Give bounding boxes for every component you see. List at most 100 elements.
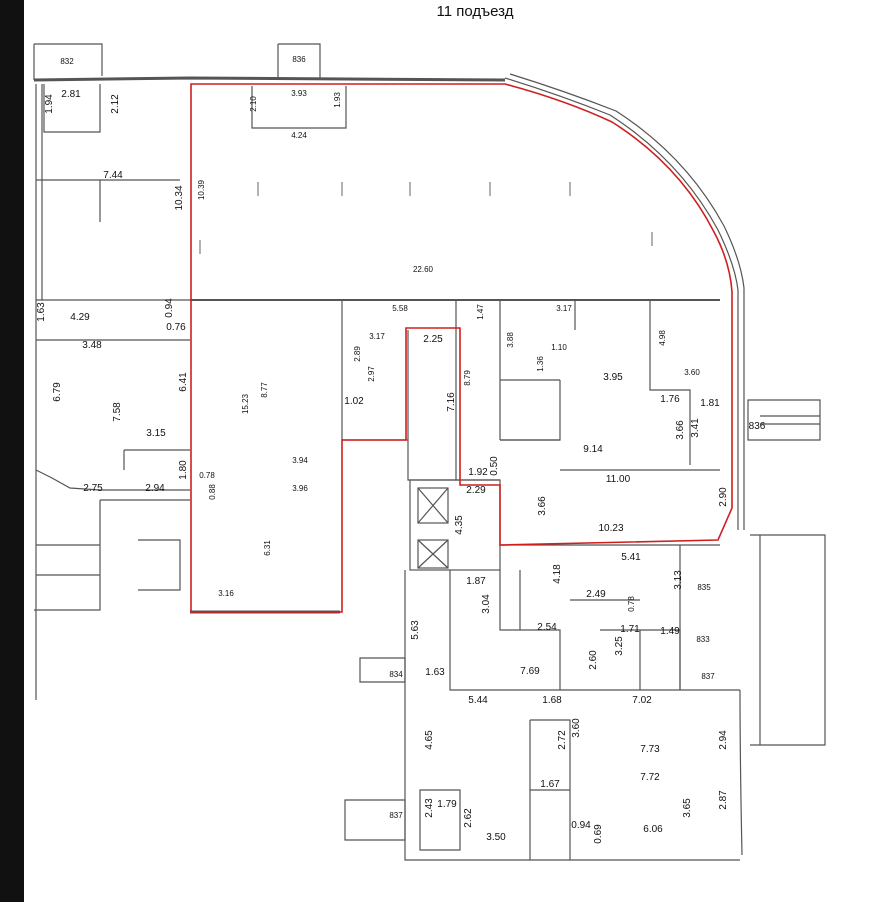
label-1-71: 1.71 — [620, 624, 640, 635]
label-10-39: 10.39 — [197, 179, 206, 200]
label-3-25: 3.25 — [614, 636, 625, 656]
label-3-93: 3.93 — [291, 89, 307, 98]
label-2-10: 2.10 — [249, 96, 258, 112]
label-837-left: 837 — [389, 811, 403, 820]
label-4-29: 4.29 — [70, 312, 90, 323]
label-15-23: 15.23 — [241, 393, 250, 414]
entrance-title: 11 подъезд — [437, 3, 514, 20]
label-0-94: 0.94 — [164, 298, 175, 318]
label-7-16: 7.16 — [446, 392, 457, 412]
label-1-87: 1.87 — [466, 576, 486, 587]
label-834: 834 — [389, 670, 403, 679]
label-1-63-a: 1.63 — [36, 302, 47, 322]
label-3-66-b: 3.66 — [537, 496, 548, 516]
label-0-94-b: 0.94 — [571, 820, 591, 831]
label-5-58: 5.58 — [392, 304, 408, 313]
label-3-88: 3.88 — [506, 332, 515, 348]
label-3-60-a: 3.60 — [684, 368, 700, 377]
label-4-65: 4.65 — [424, 730, 435, 750]
label-5-41: 5.41 — [621, 552, 641, 563]
label-0-88: 0.88 — [208, 484, 217, 500]
label-1-68: 1.68 — [542, 695, 562, 706]
label-4-35: 4.35 — [454, 515, 465, 535]
label-3-04: 3.04 — [481, 594, 492, 614]
label-6-41: 6.41 — [178, 372, 189, 392]
label-5-44: 5.44 — [468, 695, 488, 706]
label-7-58: 7.58 — [112, 402, 123, 422]
label-6-79: 6.79 — [52, 382, 63, 402]
label-3-17-a: 3.17 — [369, 332, 385, 341]
label-1-94: 1.94 — [44, 94, 55, 114]
label-7-69: 7.69 — [520, 666, 540, 677]
label-3-16: 3.16 — [218, 589, 234, 598]
label-833: 833 — [696, 635, 710, 644]
label-2-75: 2.75 — [83, 483, 103, 494]
label-1-63-b: 1.63 — [425, 667, 445, 678]
label-3-60-b: 3.60 — [571, 718, 582, 738]
label-2-49: 2.49 — [586, 589, 606, 600]
label-7-44: 7.44 — [103, 170, 123, 181]
label-4-18: 4.18 — [552, 564, 563, 584]
label-2-81: 2.81 — [61, 89, 81, 100]
label-0-78-a: 0.78 — [199, 471, 215, 480]
label-3-15: 3.15 — [146, 428, 166, 439]
label-837-right: 837 — [701, 672, 715, 681]
label-6-06: 6.06 — [643, 824, 663, 835]
label-0-50: 0.50 — [489, 456, 500, 476]
label-1-02: 1.02 — [344, 396, 364, 407]
label-9-14: 9.14 — [583, 444, 603, 455]
label-7-72: 7.72 — [640, 772, 660, 783]
label-3-96: 3.96 — [292, 484, 308, 493]
label-7-02: 7.02 — [632, 695, 652, 706]
label-2-60: 2.60 — [588, 650, 599, 670]
label-2-62: 2.62 — [463, 808, 474, 828]
label-2-25: 2.25 — [423, 334, 443, 345]
label-3-17-b: 3.17 — [556, 304, 572, 313]
label-1-47: 1.47 — [476, 304, 485, 320]
label-1-67: 1.67 — [540, 779, 560, 790]
label-0-69: 0.69 — [593, 824, 604, 844]
label-10-23: 10.23 — [598, 523, 623, 534]
label-1-93: 1.93 — [333, 92, 342, 108]
label-2-43: 2.43 — [424, 798, 435, 818]
label-5-63: 5.63 — [410, 620, 421, 640]
label-4-98: 4.98 — [658, 330, 667, 346]
label-2-94-a: 2.94 — [145, 483, 165, 494]
label-1-80: 1.80 — [178, 460, 189, 480]
label-6-31: 6.31 — [263, 540, 272, 556]
label-1-49: 1.49 — [660, 626, 680, 637]
label-2-54: 2.54 — [537, 622, 557, 633]
label-8-77: 8.77 — [260, 382, 269, 398]
label-836-top: 836 — [292, 55, 306, 64]
label-1-79: 1.79 — [437, 799, 457, 810]
label-3-48: 3.48 — [82, 340, 102, 351]
label-4-24: 4.24 — [291, 131, 307, 140]
label-2-97: 2.97 — [367, 366, 376, 382]
label-3-41: 3.41 — [690, 418, 701, 438]
label-3-65: 3.65 — [682, 798, 693, 818]
label-832: 832 — [60, 57, 74, 66]
label-2-94-b: 2.94 — [718, 730, 729, 750]
label-8-79: 8.79 — [463, 370, 472, 386]
label-1-81: 1.81 — [700, 398, 720, 409]
building-walls — [33, 43, 826, 861]
label-3-95: 3.95 — [603, 372, 623, 383]
label-1-76: 1.76 — [660, 394, 680, 405]
hall-columns — [199, 182, 653, 254]
label-3-66-a: 3.66 — [675, 420, 686, 440]
label-10-34: 10.34 — [174, 185, 185, 210]
label-22-60: 22.60 — [413, 265, 434, 274]
label-2-29: 2.29 — [466, 485, 486, 496]
label-2-72: 2.72 — [557, 730, 568, 750]
dimension-labels: 832 836 1.94 2.81 2.12 2.10 3.93 1.93 4.… — [36, 55, 766, 844]
label-1-36: 1.36 — [536, 356, 545, 372]
label-7-73: 7.73 — [640, 744, 660, 755]
label-2-90: 2.90 — [718, 487, 729, 507]
label-2-87: 2.87 — [718, 790, 729, 810]
label-1-92: 1.92 — [468, 467, 488, 478]
premises-outline — [190, 83, 733, 613]
label-2-12: 2.12 — [110, 94, 121, 114]
label-836-right: 836 — [749, 421, 766, 432]
label-3-50: 3.50 — [486, 832, 506, 843]
